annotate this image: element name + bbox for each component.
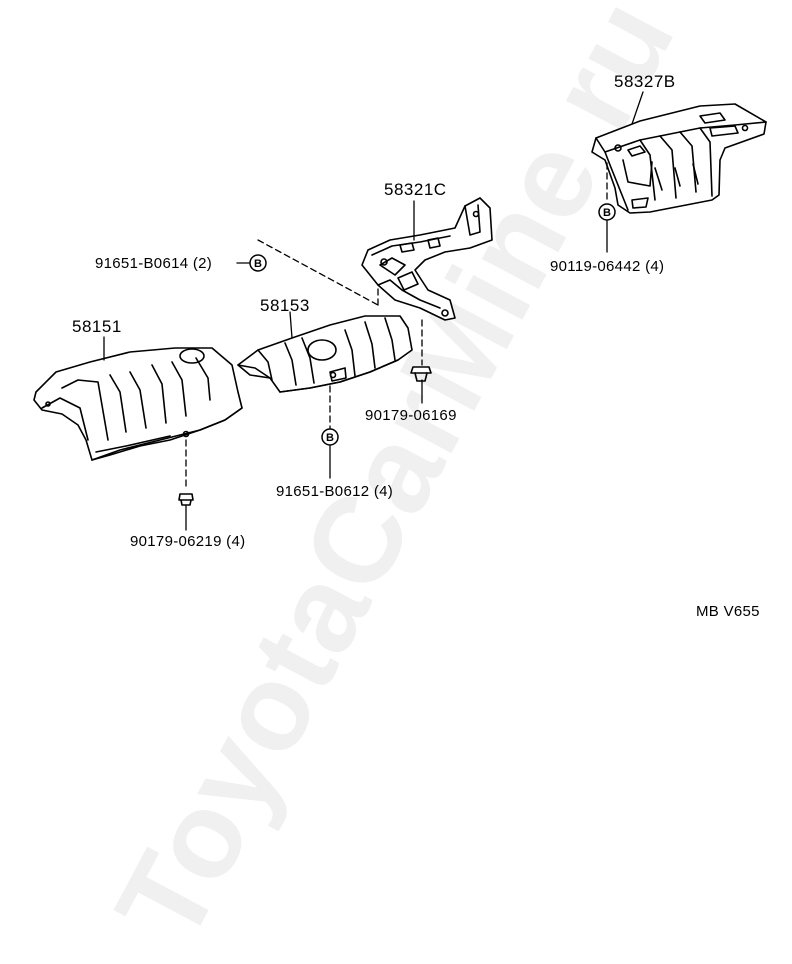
callout-letter: B: [254, 258, 262, 270]
fastener-label-90119-06442: 90119-06442 (4): [550, 258, 665, 275]
callout-letter: B: [603, 207, 611, 219]
assembly-lines: [185, 162, 608, 491]
heat-insulator-58153: [237, 315, 413, 393]
fastener-label-90179-06169: 90179-06169: [365, 407, 457, 424]
clip-90179-06169: [410, 366, 432, 382]
callout-b-91651-b0612: [321, 428, 339, 446]
fastener-label-91651-b0614: 91651-B0614 (2): [95, 255, 213, 272]
fastener-label-91651-b0612: 91651-B0612 (4): [276, 483, 394, 500]
part-label-58321c: 58321C: [384, 180, 447, 199]
part-label-58151: 58151: [72, 317, 122, 336]
heat-insulator-58151: [33, 347, 243, 461]
callout-b-markers: [249, 203, 616, 446]
heat-insulator-58327b: [591, 103, 767, 214]
callout-b-90119-06442: [598, 203, 616, 221]
leader-lines: [103, 91, 644, 531]
callout-b-letters: B B B: [254, 207, 611, 444]
part-label-58327b: 58327B: [614, 72, 676, 91]
callout-b-91651-b0614: [249, 254, 267, 272]
callout-letter: B: [326, 432, 334, 444]
fastener-label-90179-06219: 90179-06219 (4): [130, 533, 246, 550]
nut-90179-06219: [178, 493, 194, 506]
diagram-code: MB V655: [696, 603, 760, 620]
heat-insulator-58321c: [361, 197, 493, 321]
part-label-58153: 58153: [260, 296, 310, 315]
